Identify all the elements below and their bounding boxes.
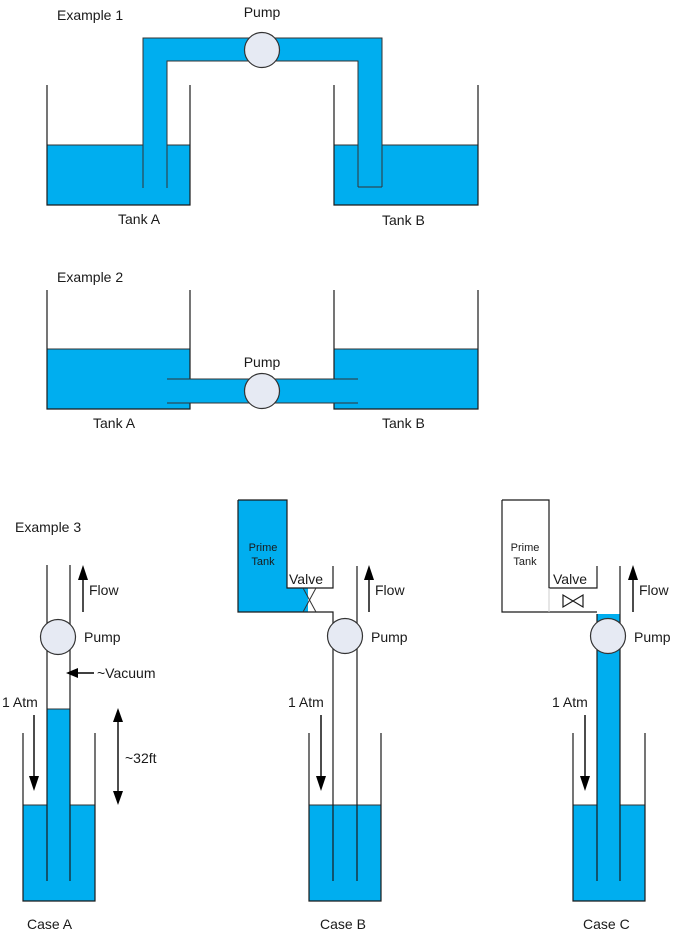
case-b-label: Case B xyxy=(320,916,366,932)
case-a-vacuum-arrowhead xyxy=(66,668,78,678)
case-b-atm-label: 1 Atm xyxy=(288,694,324,710)
case-c-pump-icon xyxy=(589,617,627,655)
case-a: Flow Pump ~Vacuum 1 Atm ~32ft Case A xyxy=(2,565,157,932)
case-c-atm-label: 1 Atm xyxy=(552,694,588,710)
example-1: Example 1 Pump Tank A Tank B xyxy=(46,4,479,228)
tank-a-wall xyxy=(46,85,191,206)
example-3-title: Example 3 xyxy=(15,519,81,535)
case-a-label: Case A xyxy=(27,916,73,932)
tank-a-water xyxy=(47,145,190,205)
case-a-water-column xyxy=(47,709,70,881)
example-1-tank-a xyxy=(46,85,191,206)
case-b-prime-tank-label-1: Prime xyxy=(249,542,278,554)
case-a-reservoir-wall xyxy=(22,733,96,902)
case-b-valve-icon[interactable] xyxy=(302,587,317,613)
case-c-flow-label: Flow xyxy=(639,582,669,598)
case-c-prime-tank-wall-bottom xyxy=(501,500,597,613)
example-2-title: Example 2 xyxy=(57,269,123,285)
case-c-flow-arrowhead xyxy=(628,565,638,580)
case-b-prime-tank-water xyxy=(238,500,308,612)
tank-b-wall xyxy=(333,290,479,410)
case-b-reservoir-water xyxy=(309,805,381,901)
case-c-prime-tank-label-1: Prime xyxy=(511,542,540,554)
case-c-label: Case C xyxy=(583,916,630,932)
case-b-atm-arrowhead xyxy=(316,776,326,791)
tank-b-water xyxy=(334,145,478,205)
case-b-valve-label: Valve xyxy=(289,571,323,587)
example-2: Example 2 Pump Tank A Tank B xyxy=(46,269,479,431)
case-c-valve-label: Valve xyxy=(553,571,587,587)
example-1-pump-icon xyxy=(243,31,281,69)
case-a-flow-label: Flow xyxy=(89,582,119,598)
example-2-tank-a xyxy=(46,290,191,410)
case-b-pump-icon xyxy=(326,617,364,655)
example-2-pump-icon xyxy=(243,372,281,410)
example-1-tank-b-label: Tank B xyxy=(382,212,425,228)
case-b-flow-arrowhead xyxy=(364,565,374,580)
example-1-tank-a-label: Tank A xyxy=(118,211,161,227)
case-c: Prime Tank Valve Flow Pump 1 Atm Case C xyxy=(501,499,671,932)
case-c-valve-icon[interactable] xyxy=(562,593,584,609)
case-b-prime-tank-wall-bottom xyxy=(237,500,334,881)
example-1-tank-b xyxy=(333,85,479,206)
case-b: Prime Tank Valve Flow Pump 1 Atm Case B xyxy=(237,499,408,932)
case-b-flow-label: Flow xyxy=(375,582,405,598)
case-a-flow-arrowhead xyxy=(78,565,88,580)
example-1-title: Example 1 xyxy=(57,7,123,23)
case-c-pump-label: Pump xyxy=(634,629,671,645)
case-c-reservoir-wall xyxy=(572,733,646,902)
case-a-atm-label: 1 Atm xyxy=(2,694,38,710)
case-a-height-arrowhead-bottom xyxy=(113,791,123,805)
example-1-pump-label: Pump xyxy=(244,4,281,20)
case-a-height-arrowhead-top xyxy=(113,708,123,722)
example-2-pump-label: Pump xyxy=(244,354,281,370)
case-a-vacuum-label: ~Vacuum xyxy=(97,665,156,681)
example-2-tank-b-label: Tank B xyxy=(382,415,425,431)
case-c-water-column xyxy=(597,614,620,881)
case-a-pump-icon xyxy=(39,618,77,656)
case-c-atm-arrowhead xyxy=(580,776,590,791)
tank-a-wall xyxy=(46,290,191,410)
tank-b-wall xyxy=(333,85,479,206)
example-2-tank-a-label: Tank A xyxy=(93,415,136,431)
case-b-prime-tank-label-2: Tank xyxy=(251,556,275,568)
case-b-prime-tank-wall-top xyxy=(238,499,334,589)
case-a-height-label: ~32ft xyxy=(125,750,157,766)
case-c-prime-tank-label-2: Tank xyxy=(513,556,537,568)
case-a-pump-label: Pump xyxy=(84,629,121,645)
tank-a-water xyxy=(47,349,190,409)
case-b-pump-label: Pump xyxy=(371,629,408,645)
case-b-reservoir-wall xyxy=(308,733,382,902)
case-a-atm-arrowhead xyxy=(29,776,39,791)
